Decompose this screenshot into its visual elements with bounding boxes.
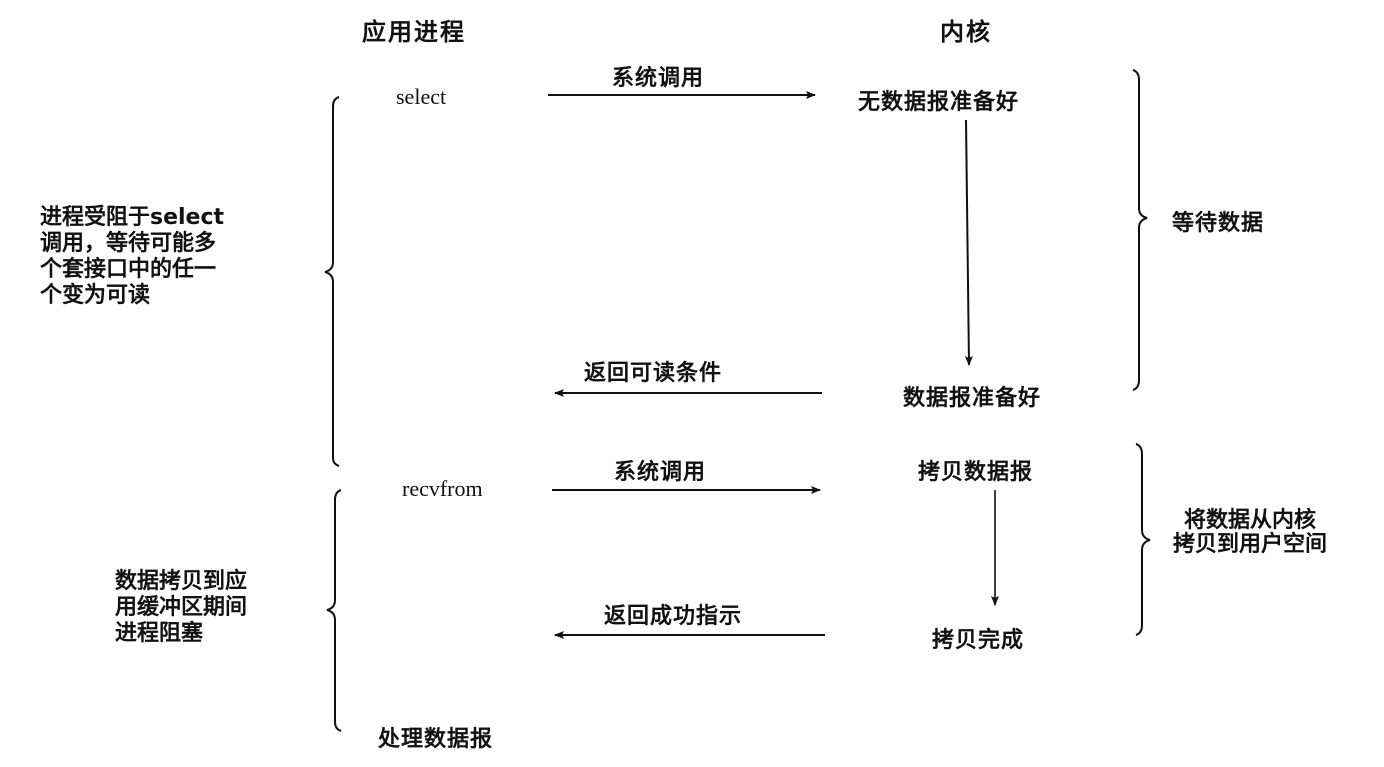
brace-app-blocked-recvfrom xyxy=(326,489,342,732)
app-call-recvfrom: recvfrom xyxy=(402,476,483,501)
return-label-success: 返回成功指示 xyxy=(604,604,743,629)
arrow-kernel-wait xyxy=(964,119,973,366)
brace-kernel-copy xyxy=(1135,443,1151,636)
kernel-state-datagram-ready: 数据报准备好 xyxy=(903,386,1042,411)
brace-app-blocked-select xyxy=(324,96,340,467)
column-header-kernel: 内核 xyxy=(940,18,992,46)
kernel-state-copy-datagram: 拷贝数据报 xyxy=(918,460,1034,485)
syscall-label-1: 系统调用 xyxy=(612,66,705,91)
app-blocked-note-select: 进程受阻于select 调用，等待可能多 个套接口中的任一 个变为可读 xyxy=(40,205,225,308)
kernel-state-no-datagram: 无数据报准备好 xyxy=(858,90,1020,115)
kernel-phase-label-copy: 将数据从内核 拷贝到用户空间 xyxy=(1173,508,1328,557)
kernel-state-copy-done: 拷贝完成 xyxy=(932,628,1025,653)
syscall-label-2: 系统调用 xyxy=(614,460,707,485)
app-final-step-process: 处理数据报 xyxy=(378,727,494,752)
app-blocked-note-recvfrom: 数据拷贝到应 用缓冲区期间 进程阻塞 xyxy=(115,569,248,646)
return-label-readable: 返回可读条件 xyxy=(584,361,723,386)
app-call-select: select xyxy=(396,84,447,109)
kernel-phase-label-wait: 等待数据 xyxy=(1172,211,1265,236)
column-header-app-process: 应用进程 xyxy=(362,18,466,46)
brace-kernel-wait xyxy=(1132,69,1148,391)
